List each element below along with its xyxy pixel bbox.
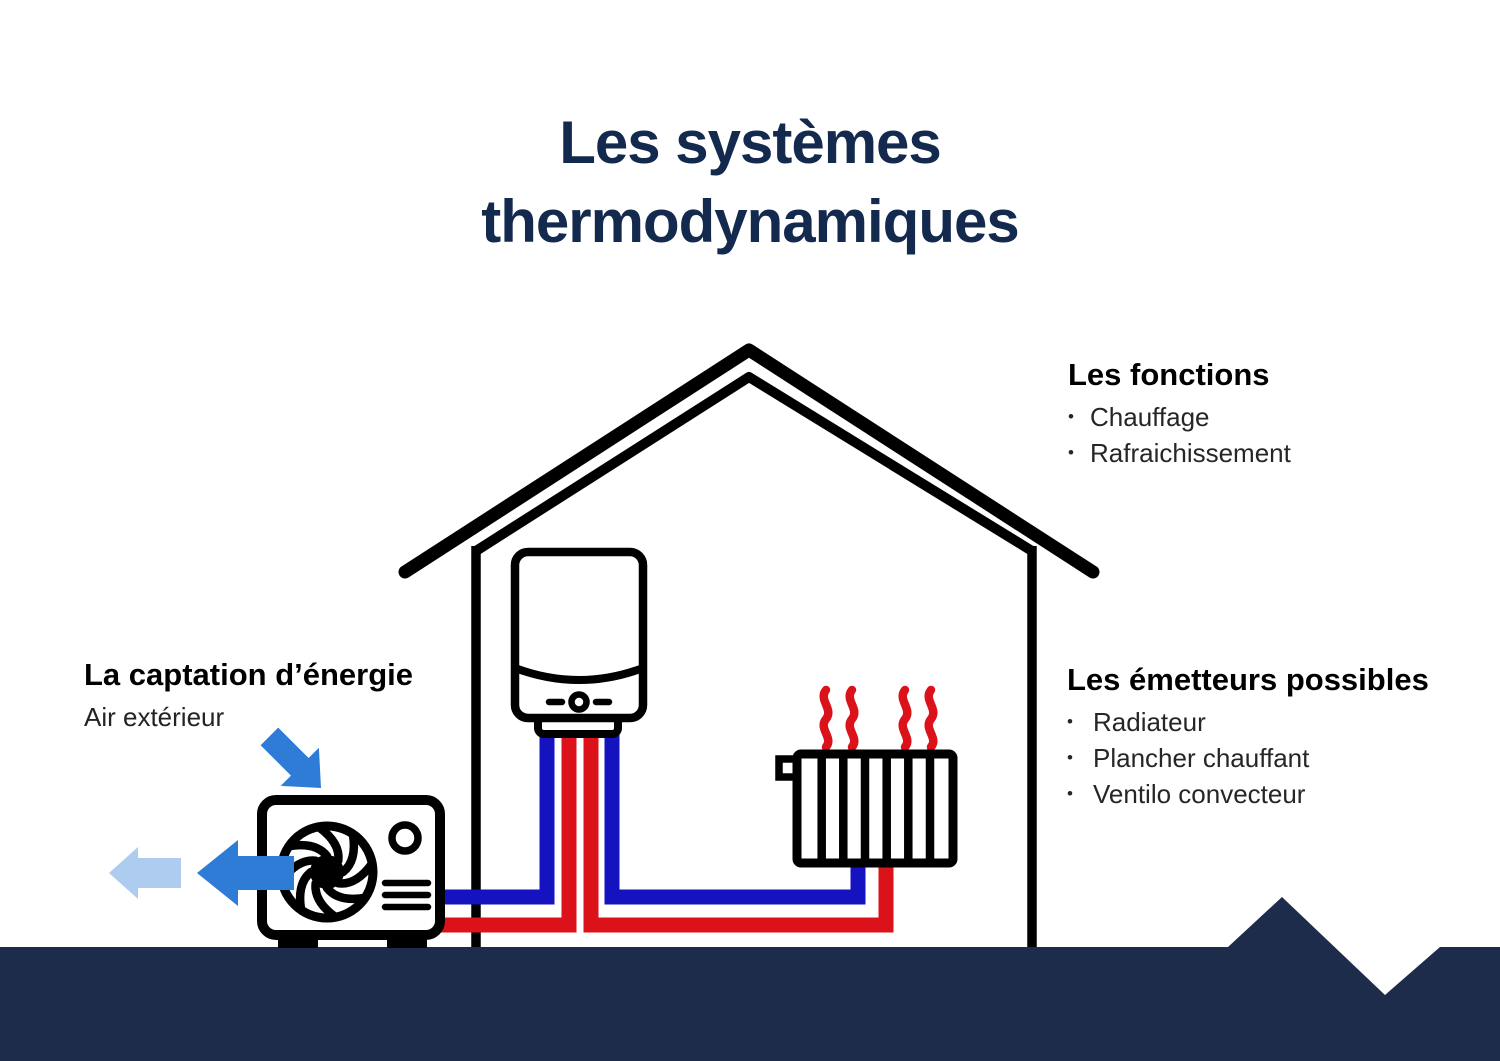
capture-subheading: Air extérieur bbox=[84, 702, 225, 732]
functions-list: • Chauffage • Rafraichissement bbox=[1068, 401, 1291, 473]
emitters-list: • Radiateur • Plancher chauffant • Venti… bbox=[1067, 706, 1429, 814]
page-title: Les systèmes thermodynamiques bbox=[0, 103, 1500, 261]
pipes bbox=[430, 720, 894, 933]
bullet-icon: • bbox=[1068, 443, 1074, 462]
blue-pipe-boiler-radiator bbox=[604, 720, 866, 905]
functions-heading: Les fonctions bbox=[1068, 357, 1270, 392]
heat-pump-button bbox=[388, 821, 422, 855]
page-title-line2: thermodynamiques bbox=[481, 188, 1019, 255]
air-arrows bbox=[109, 727, 321, 906]
emitters-heading: Les émetteurs possibles bbox=[1067, 662, 1429, 697]
emitters-panel: Les émetteurs possibles • Radiateur • Pl… bbox=[1067, 662, 1429, 814]
functions-panel: Les fonctions • Chauffage • Rafraichisse… bbox=[1068, 357, 1291, 473]
bullet-icon: • bbox=[1067, 748, 1073, 767]
blue-pipe-heatpump-boiler bbox=[430, 720, 555, 905]
boiler-icon bbox=[510, 547, 648, 738]
roof-outer-line bbox=[398, 343, 1100, 579]
functions-item-label: Chauffage bbox=[1090, 402, 1210, 432]
list-item: • Plancher chauffant bbox=[1067, 742, 1429, 778]
air-out-arrow-icon bbox=[197, 840, 294, 906]
house-icon bbox=[398, 343, 1100, 947]
emitters-item-label: Ventilo convecteur bbox=[1093, 779, 1306, 809]
fan-icon bbox=[276, 821, 378, 923]
red-pipe-boiler-radiator bbox=[583, 720, 894, 933]
air-out-faded-arrow-icon bbox=[109, 847, 181, 899]
heat-pump-icon bbox=[257, 795, 445, 948]
list-item: • Ventilo convecteur bbox=[1067, 778, 1429, 814]
heat-waves-icon bbox=[819, 685, 938, 752]
list-item: • Chauffage bbox=[1068, 401, 1291, 437]
roof-inner-line bbox=[473, 372, 1035, 556]
boiler-knob bbox=[568, 691, 590, 713]
boiler-panel-line bbox=[513, 664, 645, 684]
emitters-item-label: Radiateur bbox=[1093, 707, 1206, 737]
air-in-arrow-icon bbox=[260, 727, 321, 788]
radiator-icon bbox=[775, 749, 958, 868]
bullet-icon: • bbox=[1068, 407, 1074, 426]
bullet-icon: • bbox=[1067, 784, 1073, 803]
list-item: • Rafraichissement bbox=[1068, 437, 1291, 473]
red-pipe-heatpump-boiler bbox=[430, 720, 577, 933]
emitters-item-label: Plancher chauffant bbox=[1093, 743, 1310, 773]
list-item: • Radiateur bbox=[1067, 706, 1429, 742]
radiator-body bbox=[792, 749, 958, 868]
radiator-fins bbox=[817, 758, 935, 859]
bullet-icon: • bbox=[1067, 712, 1073, 731]
heat-pump-vents bbox=[381, 879, 432, 911]
functions-item-label: Rafraichissement bbox=[1090, 438, 1291, 468]
ground-mountain-shape bbox=[0, 897, 1500, 1061]
capture-panel: La captation d’énergie Air extérieur bbox=[84, 657, 413, 733]
page-title-line1: Les systèmes bbox=[559, 109, 942, 176]
capture-heading: La captation d’énergie bbox=[84, 657, 414, 692]
